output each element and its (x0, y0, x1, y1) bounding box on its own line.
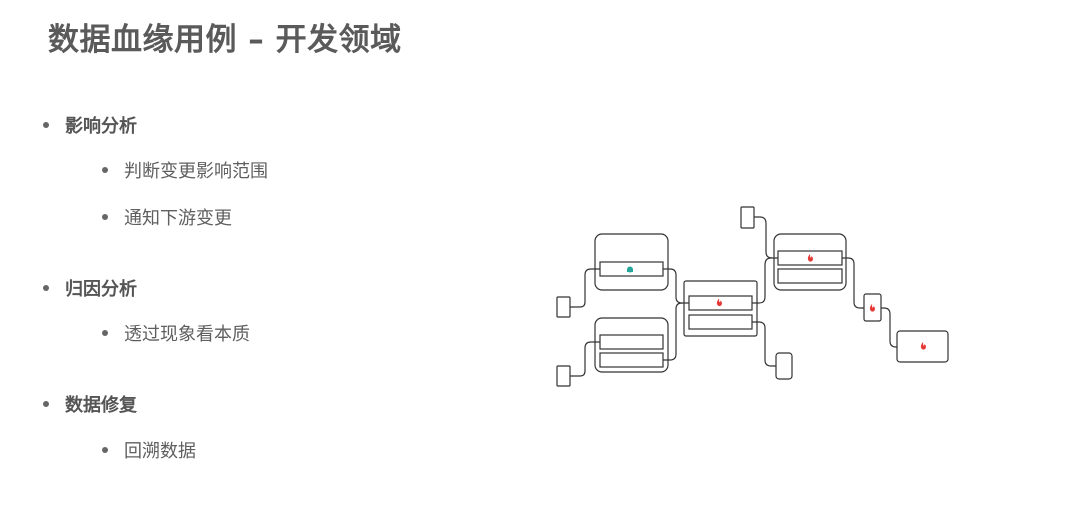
bullet-dot (102, 447, 108, 453)
source-node-c (740, 206, 755, 229)
table-node-4-column-2 (777, 268, 843, 284)
table-node-4 (773, 233, 847, 291)
table-node-3-column-2 (688, 314, 753, 330)
bullet-dot (43, 285, 49, 291)
edge-table-4-to-downstream-mid (842, 257, 864, 309)
downstream-node-small (775, 352, 793, 380)
edge-table-1-to-table-3 (663, 268, 689, 304)
bullet-impact-analysis: 影响分析 (43, 112, 137, 138)
bullet-see-through-phenomenon: 透过现象看本质 (102, 320, 250, 346)
bullet-dot (43, 401, 49, 407)
table-node-2-column-1 (599, 334, 664, 350)
table-node-1 (594, 233, 669, 291)
bullet-text: 判断变更影响范围 (124, 161, 268, 182)
lineage-diagram (556, 206, 949, 387)
source-node-b (556, 365, 571, 387)
edge-table-2-to-table-3 (663, 302, 683, 361)
table-node-2-column-2 (599, 352, 664, 368)
bullet-backfill-data: 回溯数据 (102, 437, 196, 463)
bullet-text: 回溯数据 (124, 441, 196, 462)
edge-table-3-to-downstream-small (752, 321, 776, 367)
edge-source-c-to-table-4 (754, 216, 773, 259)
bullet-text: 影响分析 (65, 116, 137, 137)
edge-source-a-to-table-1 (570, 268, 600, 308)
edge-source-b-to-table-2 (570, 341, 600, 377)
fire-icon (716, 298, 722, 307)
bullet-root-cause-analysis: 归因分析 (43, 275, 137, 301)
bullet-text: 数据修复 (65, 395, 137, 416)
edge-table-3-to-table-4 (752, 257, 778, 304)
bullet-notify-downstream: 通知下游变更 (102, 204, 232, 230)
fire-icon (920, 342, 926, 350)
downstream-node-mid (863, 293, 882, 322)
bullet-dot (102, 330, 108, 336)
table-node-2 (594, 317, 669, 373)
bullet-dot (102, 214, 108, 220)
bullet-text: 透过现象看本质 (124, 324, 250, 345)
bullet-text: 通知下游变更 (124, 208, 232, 229)
bullet-text: 归因分析 (65, 279, 137, 300)
bullet-data-repair: 数据修复 (43, 391, 137, 417)
table-node-3 (683, 280, 758, 337)
bullet-dot (102, 167, 108, 173)
source-node-a (556, 296, 571, 318)
cloud-icon (627, 266, 633, 273)
bullet-judge-change-scope: 判断变更影响范围 (102, 157, 268, 183)
fire-icon (807, 254, 813, 262)
slide-title: 数据血缘用例 – 开发领域 (48, 22, 402, 58)
fire-icon (869, 304, 875, 312)
bullet-dot (43, 122, 49, 128)
edge-downstream-mid-to-final (881, 307, 897, 348)
